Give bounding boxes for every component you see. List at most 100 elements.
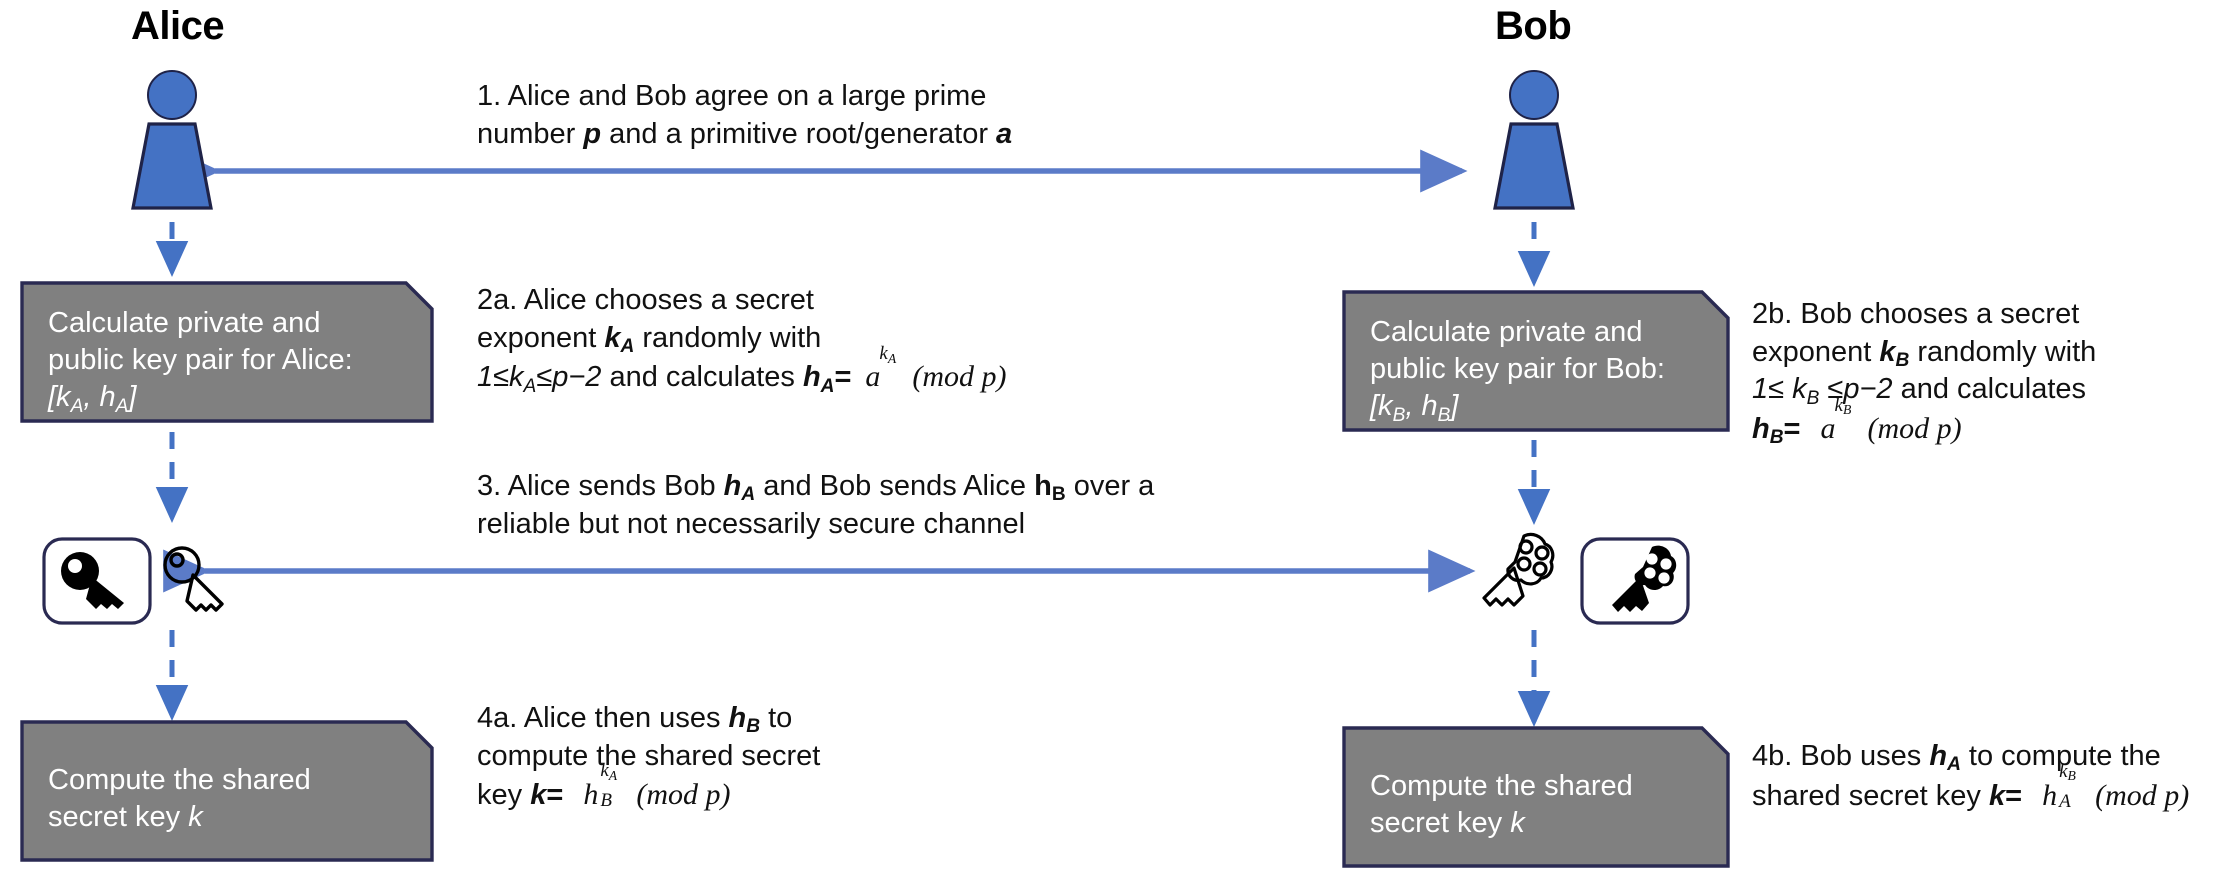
s4a-math-exp-k: k <box>600 760 609 782</box>
kpb-sub-1: B <box>1392 404 1406 426</box>
s2a-cond-2: ≤p−2 <box>536 361 602 394</box>
step-4b-line-1: 4b. Bob uses hA to compute the <box>1752 738 2189 776</box>
s2b-cond-1: 1≤ k <box>1752 373 1807 406</box>
kp-mid: , h <box>83 381 116 414</box>
s2a-h-sub: A <box>820 375 835 397</box>
s3-l1-pre: 3. Alice sends Bob <box>477 470 724 502</box>
bs-l2-k: k <box>1510 807 1525 840</box>
s4a-l1-post: to <box>760 702 793 734</box>
s2b-h: h <box>1752 413 1770 446</box>
box-bob-keypair-line-2: public key pair for Bob: <box>1370 353 1665 386</box>
bs-l2-pre: secret key <box>1370 807 1511 840</box>
box-bob-keypair: Calculate private and public key pair fo… <box>1344 292 1728 430</box>
s4a-l1-pre: 4a. Alice then uses <box>477 702 729 734</box>
kp-sub-1: A <box>70 395 84 417</box>
s2b-h-sub: B <box>1769 427 1784 449</box>
step-4a-line-1: 4a. Alice then uses hB to <box>477 700 820 738</box>
box-alice-keypair-line-2: public key pair for Alice: <box>48 344 353 377</box>
actor-label-alice: Alice <box>131 4 225 48</box>
step-3-description: 3. Alice sends Bob hA and Bob sends Alic… <box>477 468 1154 543</box>
box-bob-shared-line-2: secret key k <box>1370 805 1702 842</box>
bob-person-icon <box>1493 70 1575 212</box>
s2b-math-mod: (mod p) <box>1867 412 1962 446</box>
s4b-eq: = <box>2005 779 2031 812</box>
kpb-close: ] <box>1450 390 1459 423</box>
step-1-symbol-p: p <box>583 117 602 150</box>
s2a-k: k <box>604 321 621 354</box>
box-alice-shared-line-1: Compute the shared <box>48 764 311 796</box>
as-l2-k: k <box>188 801 203 834</box>
kpb-open: [k <box>1370 390 1393 423</box>
s2a-math-base: a <box>865 360 881 394</box>
alice-person-icon <box>131 70 213 212</box>
s2b-math-exponent: kB <box>1835 394 1852 419</box>
step-4b-description: 4b. Bob uses hA to compute the shared se… <box>1752 738 2189 815</box>
s2b-math-base: a <box>1820 412 1836 446</box>
step-2b-line-3: 1≤ kB ≤p−2 and calculates <box>1752 371 2096 409</box>
step-1-line-2-pre: number <box>477 117 584 150</box>
kp-close: ] <box>128 381 137 414</box>
box-bob-keypair-line-1: Calculate private and <box>1370 316 1643 348</box>
step-2a-line-2: exponent kA randomly with <box>477 320 1007 358</box>
s2b-l2-pre: exponent <box>1752 335 1880 368</box>
s3-h1: h <box>723 470 742 502</box>
s4a-eq: = <box>546 779 572 812</box>
step-2a-description: 2a. Alice chooses a secret exponent kA r… <box>477 282 1007 397</box>
s2a-l2-post: randomly with <box>634 321 822 354</box>
s2b-math-exp-sub: B <box>1842 402 1852 418</box>
step-4a-description: 4a. Alice then uses hB to compute the sh… <box>477 700 820 815</box>
s4b-h: h <box>1929 740 1948 772</box>
s4b-l1-post: to compute the <box>1960 740 2161 772</box>
s3-h2-sub: B <box>1051 484 1066 506</box>
bob-public-key-icon <box>1468 528 1560 620</box>
bob-head-icon <box>1509 70 1559 120</box>
s3-symbol-hB: hB <box>1034 470 1066 506</box>
step-3-line-1: 3. Alice sends Bob hA and Bob sends Alic… <box>477 468 1154 506</box>
s4b-l2-pre: shared secret key <box>1752 779 1989 812</box>
s2a-math-exponent: kA <box>879 342 896 367</box>
s4b-k: k <box>1988 779 2006 812</box>
alice-head-icon <box>147 70 197 120</box>
s4b-math-exp-sub: B <box>2067 768 2076 784</box>
s2a-l3-mid: and calculates <box>601 361 803 394</box>
s2b-l2-post: randomly with <box>1909 335 2097 368</box>
s2b-symbol-kB: kB <box>1879 336 1909 371</box>
as-l2-pre: secret key <box>48 801 189 834</box>
box-alice-shared-secret: Compute the shared secret key k <box>22 722 432 860</box>
s2a-symbol-kA: kA <box>604 321 634 357</box>
s4a-symbol-hB: hB <box>729 702 761 737</box>
s2a-cond-1: 1≤k <box>477 361 524 394</box>
alice-public-key-icon <box>156 540 236 624</box>
s4b-math-exp-k: k <box>2059 760 2068 782</box>
s2a-condition: 1≤kA≤p−2 <box>477 361 602 396</box>
box-bob-shared-secret: Compute the shared secret key k <box>1344 728 1728 866</box>
step-1-symbol-a: a <box>996 117 1013 150</box>
s2b-cond-sub: B <box>1806 387 1820 409</box>
bob-private-key-icon <box>1580 537 1690 625</box>
s4b-math-base-sub: A <box>2059 790 2071 812</box>
s2b-symbol-hB: hB <box>1752 413 1784 449</box>
kp-open: [k <box>48 381 71 414</box>
s4b-math-base: h <box>2042 778 2058 812</box>
actor-label-bob: Bob <box>1495 4 1572 48</box>
step-1-line-2: number p and a primitive root/generator … <box>477 116 1012 154</box>
s2b-condition: 1≤ kB ≤p−2 <box>1752 373 1893 408</box>
s2a-eq: = <box>834 361 852 394</box>
s2b-cond-2: ≤p−2 <box>1819 373 1893 406</box>
s3-l1-post: over a <box>1065 470 1155 502</box>
step-2a-line-1: 2a. Alice chooses a secret <box>477 284 814 316</box>
s4b-math-exponent: kB <box>2059 760 2076 785</box>
s2a-symbol-hA: hA <box>802 361 835 396</box>
s4a-math-base: h <box>583 778 599 812</box>
kp-sub-2: A <box>115 395 129 417</box>
s4b-symbol-hA: hA <box>1929 740 1961 775</box>
s2a-h: h <box>802 361 821 394</box>
step-1-line-1: 1. Alice and Bob agree on a large prime <box>477 80 987 112</box>
kpb-sub-2: B <box>1437 404 1451 426</box>
